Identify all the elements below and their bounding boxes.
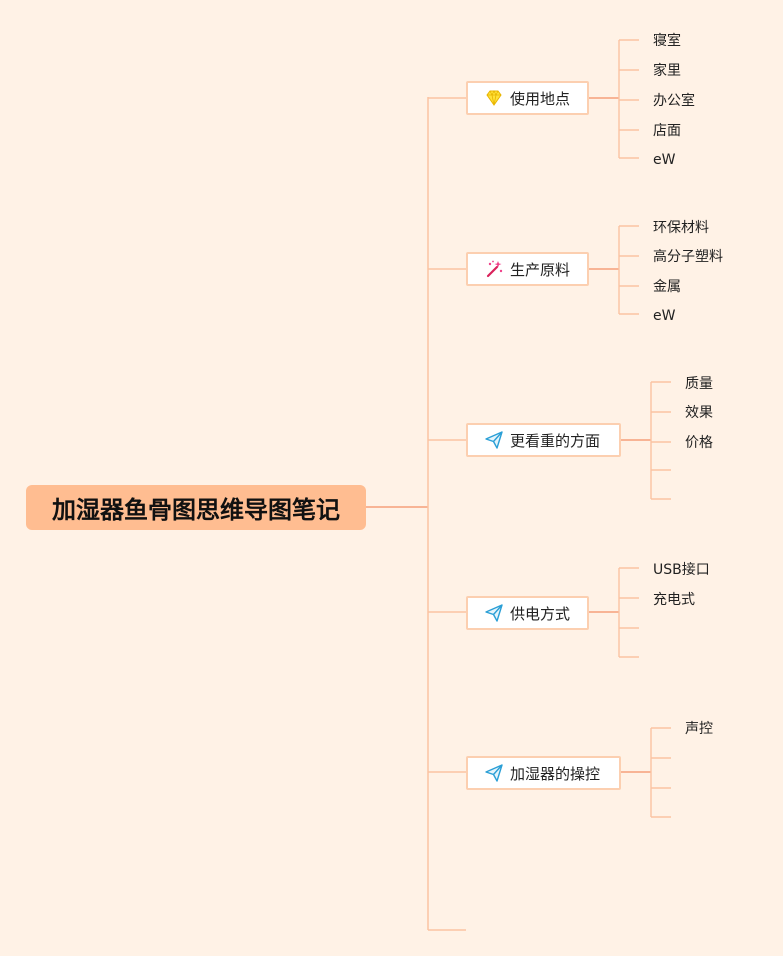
leaf-topic[interactable]: 效果	[685, 405, 713, 421]
branch-topic-power-supply[interactable]: 供电方式	[466, 596, 589, 630]
leaf-topic[interactable]: 高分子塑料	[653, 249, 723, 265]
root-topic-label: 加湿器鱼骨图思维导图笔记	[52, 496, 340, 524]
diamond-icon	[484, 88, 504, 108]
leaf-topic[interactable]: 声控	[685, 721, 713, 737]
leaf-topic[interactable]: eW	[653, 308, 676, 324]
branch-topic-label: 生产原料	[510, 260, 571, 279]
leaf-topic[interactable]: 质量	[685, 376, 713, 392]
leaf-topic[interactable]: 家里	[653, 63, 681, 79]
leaf-topic[interactable]: eW	[653, 152, 676, 168]
paper-plane-icon	[484, 603, 504, 623]
branch-topic-usage-location[interactable]: 使用地点	[466, 81, 589, 115]
leaf-topic[interactable]: 充电式	[653, 592, 695, 608]
paper-plane-icon	[484, 763, 504, 783]
leaf-topic[interactable]: 办公室	[653, 93, 695, 109]
root-topic[interactable]: 加湿器鱼骨图思维导图笔记	[26, 485, 366, 530]
branch-topic-priorities[interactable]: 更看重的方面	[466, 423, 621, 457]
leaf-topic[interactable]: USB接口	[653, 562, 710, 578]
leaf-topic[interactable]: 环保材料	[653, 220, 709, 236]
branch-topic-raw-materials[interactable]: 生产原料	[466, 252, 589, 286]
branch-topic-label: 加湿器的操控	[510, 764, 601, 783]
paper-plane-icon	[484, 430, 504, 450]
leaf-topic[interactable]: 店面	[653, 123, 681, 139]
branch-topic-label: 供电方式	[510, 604, 571, 623]
magic-wand-icon	[484, 259, 504, 279]
branch-topic-controls[interactable]: 加湿器的操控	[466, 756, 621, 790]
branch-topic-label: 更看重的方面	[510, 431, 601, 450]
leaf-topic[interactable]: 寝室	[653, 33, 681, 49]
leaf-topic[interactable]: 价格	[685, 435, 713, 451]
branch-topic-label: 使用地点	[510, 89, 571, 108]
leaf-topic[interactable]: 金属	[653, 279, 681, 295]
